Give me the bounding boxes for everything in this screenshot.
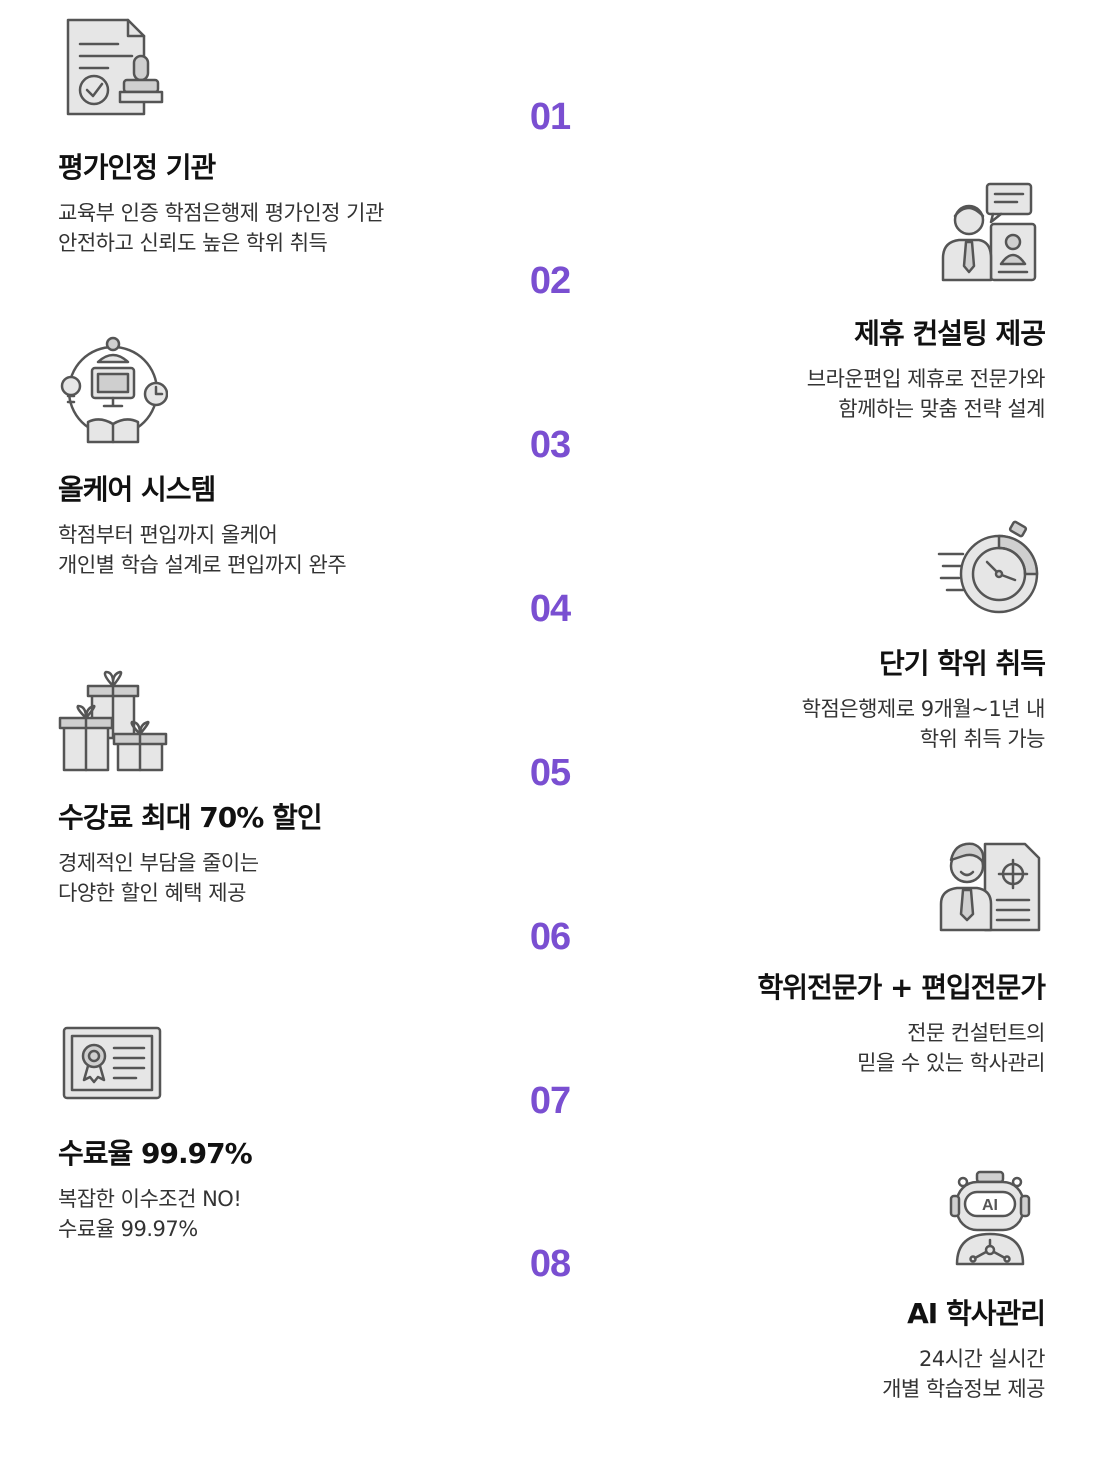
feature-title: 수강료 최대 70% 할인 — [58, 801, 323, 834]
feature-title: 수료율 99.97% — [58, 1137, 253, 1170]
feature-accredited-institution: 평가인정 기관 교육부 인증 학점은행제 평가인정 기관 안전하고 신뢰도 높은… — [58, 14, 518, 258]
feature-degree-transfer-experts: 학위전문가 + 편입전문가 전문 컨설턴트의 믿을 수 있는 학사관리 — [585, 834, 1046, 1078]
step-number-01: 01 — [529, 96, 571, 138]
step-number-07: 07 — [529, 1080, 571, 1122]
gift-boxes-icon — [58, 664, 168, 774]
diploma-certificate-icon — [58, 1000, 168, 1110]
feature-description-line-1: 교육부 인증 학점은행제 평가인정 기관 — [58, 201, 384, 225]
feature-description-line-2: 수료율 99.97% — [58, 1217, 198, 1241]
feature-tuition-discount: 수강료 최대 70% 할인 경제적인 부담을 줄이는 다양한 할인 혜택 제공 — [58, 664, 518, 908]
stopwatch-icon — [935, 510, 1045, 620]
feature-title: AI 학사관리 — [907, 1297, 1046, 1330]
feature-description-line-1: 전문 컨설턴트의 — [907, 1021, 1045, 1045]
feature-description-line-1: 브라운편입 제휴로 전문가와 — [806, 367, 1046, 391]
feature-title: 학위전문가 + 편입전문가 — [757, 971, 1046, 1004]
feature-description-line-2: 개인별 학습 설계로 편입까지 완주 — [58, 553, 347, 577]
step-number-08: 08 — [529, 1243, 571, 1285]
feature-description-line-1: 경제적인 부담을 줄이는 — [58, 851, 259, 875]
feature-description-line-2: 학위 취득 가능 — [919, 727, 1046, 751]
feature-ai-academic-management: AI AI 학사관리 24시간 실시간 개별 학습정보 제공 — [585, 1160, 1046, 1404]
feature-short-term-degree: 단기 학위 취득 학점은행제로 9개월~1년 내 학위 취득 가능 — [585, 510, 1046, 754]
feature-description-line-2: 다양한 할인 혜택 제공 — [58, 881, 246, 905]
expert-document-icon — [935, 834, 1045, 944]
feature-description-line-2: 개별 학습정보 제공 — [882, 1377, 1045, 1401]
feature-description-line-1: 학점부터 편입까지 올케어 — [58, 523, 278, 547]
feature-description-line-1: 24시간 실시간 — [919, 1347, 1046, 1371]
step-number-04: 04 — [529, 588, 571, 630]
feature-title: 제휴 컨설팅 제공 — [854, 317, 1046, 350]
feature-description-line-2: 믿을 수 있는 학사관리 — [857, 1051, 1045, 1075]
step-number-06: 06 — [529, 916, 571, 958]
step-number-03: 03 — [529, 424, 571, 466]
certificate-stamp-icon — [58, 14, 168, 124]
feature-title: 올케어 시스템 — [58, 473, 216, 506]
feature-description-line-1: 학점은행제로 9개월~1년 내 — [801, 697, 1046, 721]
ai-badge-text: AI — [982, 1197, 998, 1214]
ai-robot-icon: AI — [935, 1160, 1045, 1270]
feature-description-line-2: 안전하고 신뢰도 높은 학위 취득 — [58, 231, 328, 255]
step-number-02: 02 — [529, 260, 571, 302]
feature-title: 평가인정 기관 — [58, 151, 216, 184]
feature-title: 단기 학위 취득 — [878, 647, 1046, 680]
consultant-icon — [935, 180, 1045, 290]
feature-description-line-2: 함께하는 맞춤 전략 설계 — [838, 397, 1045, 421]
all-care-system-icon — [58, 336, 168, 446]
feature-description-line-1: 복잡한 이수조건 NO! — [58, 1187, 242, 1211]
feature-completion-rate: 수료율 99.97% 복잡한 이수조건 NO! 수료율 99.97% — [58, 1000, 518, 1244]
step-number-05: 05 — [529, 752, 571, 794]
feature-all-care-system: 올케어 시스템 학점부터 편입까지 올케어 개인별 학습 설계로 편입까지 완주 — [58, 336, 518, 580]
feature-partner-consulting: 제휴 컨설팅 제공 브라운편입 제휴로 전문가와 함께하는 맞춤 전략 설계 — [585, 180, 1046, 424]
